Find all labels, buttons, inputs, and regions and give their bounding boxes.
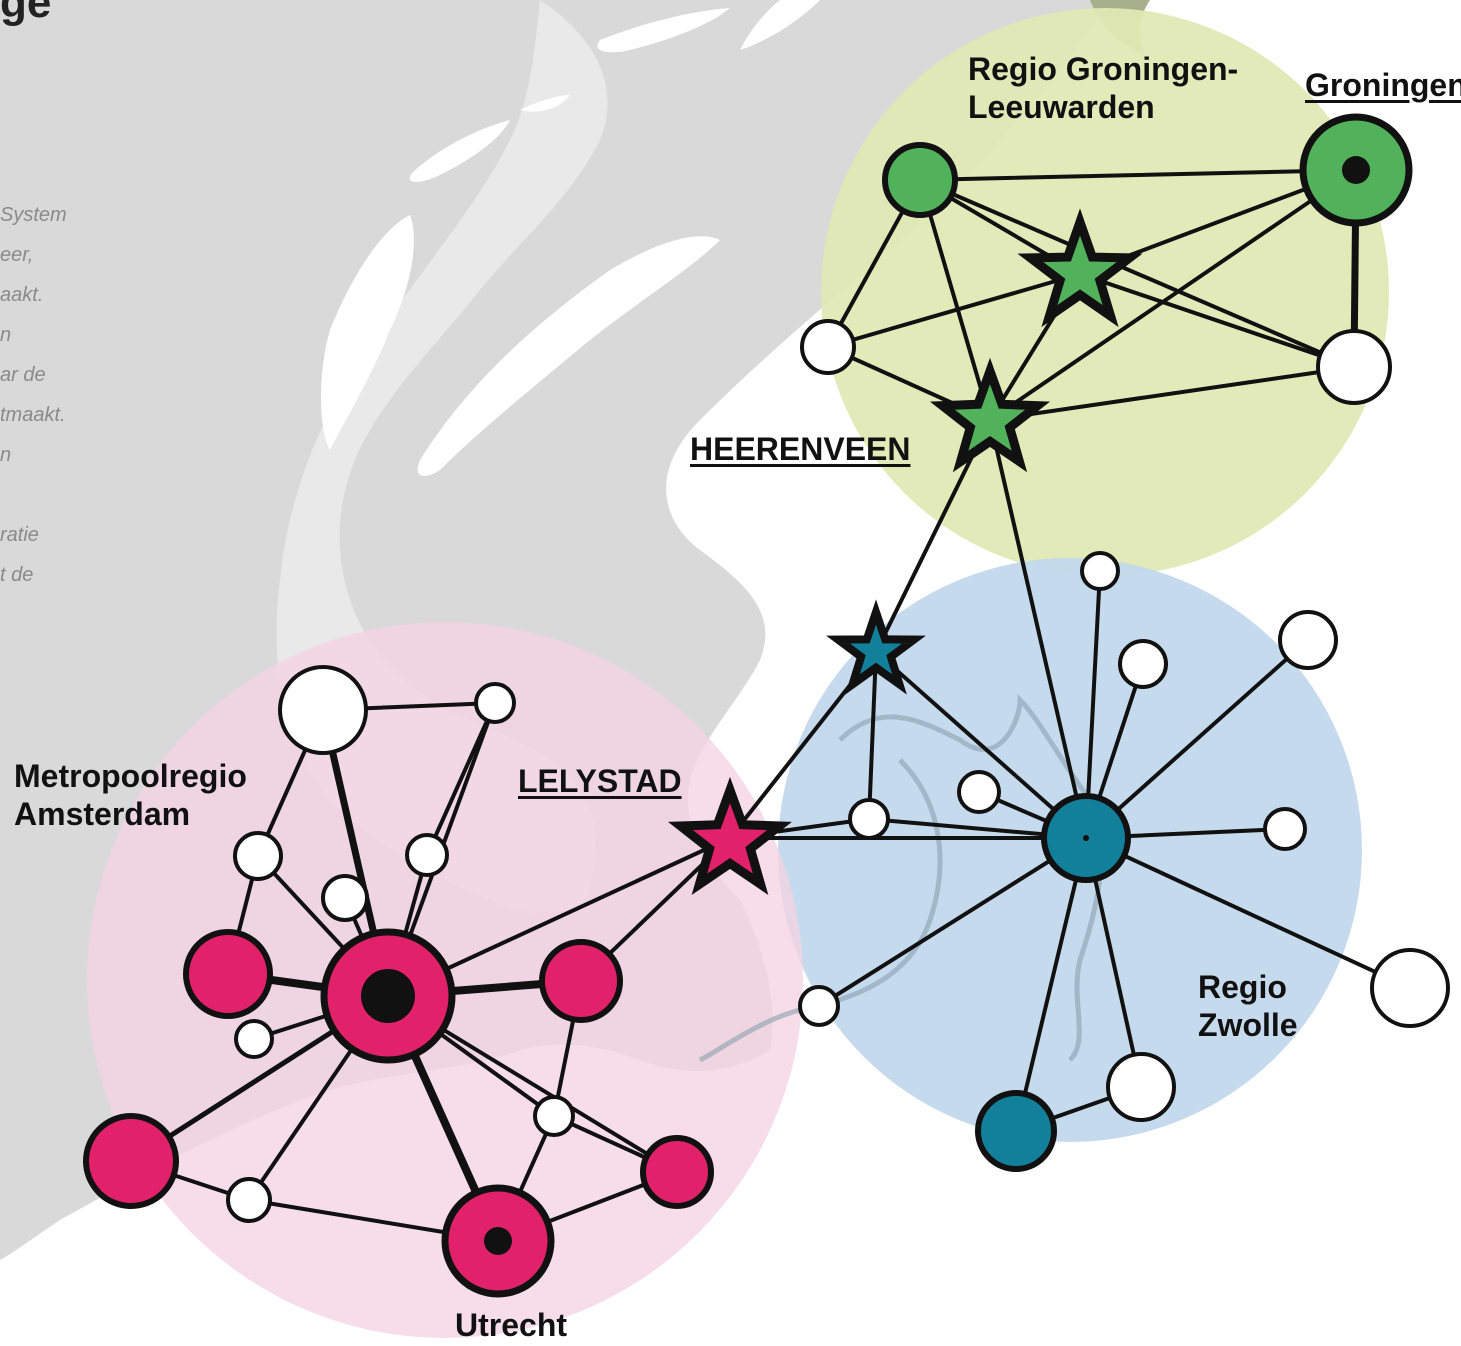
colored-nodes bbox=[83, 113, 1413, 1298]
region-label-line2: Leeuwarden bbox=[968, 89, 1155, 126]
side-line bbox=[0, 475, 110, 515]
side-line: t de bbox=[0, 564, 34, 586]
star-green-heerenveen bbox=[929, 357, 1051, 473]
side-line: ar de bbox=[0, 364, 46, 386]
node-white-a8 bbox=[226, 1177, 272, 1223]
region-label-line1: Regio Groningen- bbox=[968, 51, 1239, 87]
region-label-line2: Zwolle bbox=[1198, 1007, 1298, 1044]
node-white-z8 bbox=[1106, 1052, 1176, 1122]
side-line: aakt. bbox=[0, 284, 44, 306]
white-nodes bbox=[226, 319, 1450, 1223]
node-white-z5 bbox=[848, 798, 890, 840]
region-label-line1: Regio bbox=[1198, 969, 1287, 1005]
node-pink-p3 bbox=[83, 1113, 179, 1209]
side-line: tmaakt. bbox=[0, 404, 66, 426]
region-label-zwolle: Regio Zwolle bbox=[1198, 968, 1298, 1045]
node-teal-bottom bbox=[975, 1090, 1057, 1172]
side-line: eer, bbox=[0, 244, 34, 266]
side-paragraph: System eer, aakt. n ar de tmaakt. n rati… bbox=[0, 195, 110, 595]
region-label-amsterdam: Metropoolregio Amsterdam bbox=[14, 757, 247, 834]
node-white-z9 bbox=[798, 985, 840, 1027]
node-zwolle-core bbox=[1083, 835, 1089, 841]
node-white-z2 bbox=[1118, 639, 1168, 689]
node-white-a2 bbox=[474, 682, 516, 724]
city-label-heerenveen: HEERENVEEN bbox=[690, 431, 911, 467]
side-line: System bbox=[0, 204, 67, 226]
star-nodes bbox=[668, 208, 1143, 896]
node-white-a7 bbox=[533, 1095, 575, 1137]
node-white-gl-left bbox=[800, 319, 856, 375]
star-teal bbox=[826, 599, 926, 695]
city-label-lelystad: LELYSTAD bbox=[518, 763, 682, 799]
star-green-top bbox=[1017, 208, 1143, 328]
node-white-a5 bbox=[405, 833, 449, 877]
corner-text: ge bbox=[0, 0, 52, 27]
side-line: n bbox=[0, 444, 12, 466]
node-white-a4 bbox=[321, 874, 369, 922]
region-label-groningen-leeuwarden: Regio Groningen- Leeuwarden bbox=[968, 50, 1238, 127]
region-label-line2: Amsterdam bbox=[14, 796, 191, 833]
city-label-groningen: Groningen bbox=[1305, 67, 1461, 103]
side-line: n bbox=[0, 324, 12, 346]
city-label-utrecht: Utrecht bbox=[455, 1307, 568, 1343]
node-amsterdam-core bbox=[361, 969, 415, 1023]
region-label-line1: Metropoolregio bbox=[14, 758, 247, 794]
node-white-z6 bbox=[1263, 807, 1307, 851]
node-pink-p2 bbox=[539, 939, 623, 1023]
node-white-z3 bbox=[1278, 610, 1338, 670]
node-utrecht-core bbox=[484, 1227, 512, 1255]
node-groningen-core bbox=[1342, 156, 1370, 184]
node-white-a6 bbox=[234, 1019, 274, 1059]
node-pink-p4 bbox=[640, 1135, 714, 1209]
node-white-z1 bbox=[1080, 551, 1120, 591]
node-white-z7 bbox=[1370, 948, 1450, 1028]
node-white-z4 bbox=[957, 770, 1001, 814]
node-white-gl-right bbox=[1316, 329, 1392, 405]
node-white-a3 bbox=[233, 831, 283, 881]
node-green-leeuwarden bbox=[882, 142, 958, 218]
side-line: ratie bbox=[0, 524, 39, 546]
node-pink-p1 bbox=[183, 929, 273, 1019]
node-white-a1 bbox=[278, 665, 368, 755]
star-pink-lelystad bbox=[668, 776, 792, 896]
